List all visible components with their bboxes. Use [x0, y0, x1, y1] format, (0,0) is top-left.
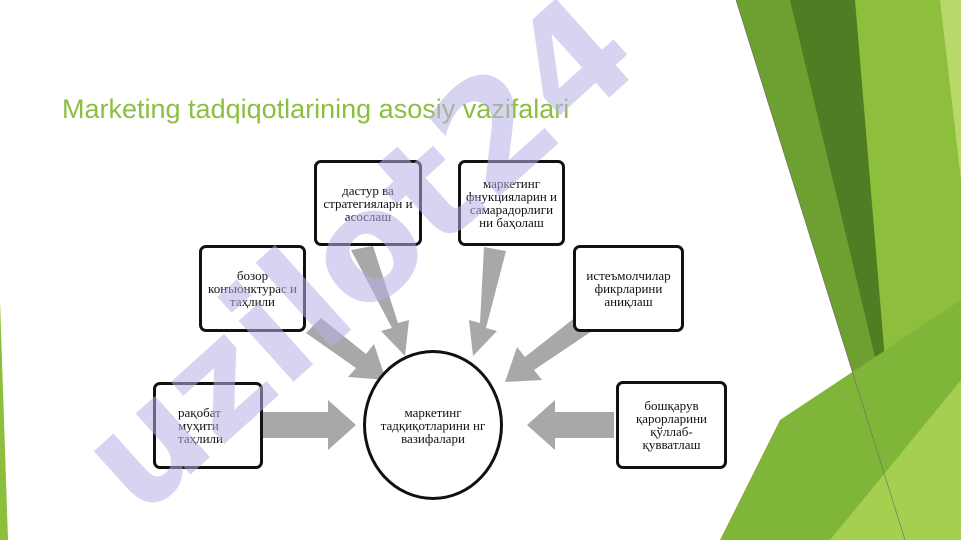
arrow-boshqaruv — [527, 400, 614, 450]
center-circle: маркетинг тадқиқотларини нг вазифалари — [363, 350, 503, 500]
deco-line — [735, 0, 906, 540]
green-shape-left — [0, 300, 8, 540]
green-shape-light-top — [940, 0, 961, 180]
node-istemol: истеъмолчилар фикрларини аниқлаш — [573, 245, 684, 332]
green-shape-bottom-light — [830, 380, 961, 540]
arrow-funksiya — [469, 247, 506, 356]
node-dastur: дастур ва стратегияларн и асослаш — [314, 160, 422, 246]
arrow-istemol — [505, 316, 592, 382]
node-bozor: бозор конъюнктурас и таҳлили — [199, 245, 306, 332]
slide-title: Marketing tadqiqotlarining asosiy vazifa… — [62, 94, 570, 124]
node-raqobat: рақобат муҳити таҳлили — [153, 382, 263, 469]
node-boshqaruv: бошқарув қарорларини қўллаб- қувватлаш — [616, 381, 727, 469]
arrow-dastur — [351, 246, 409, 356]
arrow-raqobat — [262, 400, 356, 450]
node-funksiya: маркетинг фнукцияларин и самарадорлиги н… — [458, 160, 565, 246]
arrow-bozor — [306, 318, 386, 380]
